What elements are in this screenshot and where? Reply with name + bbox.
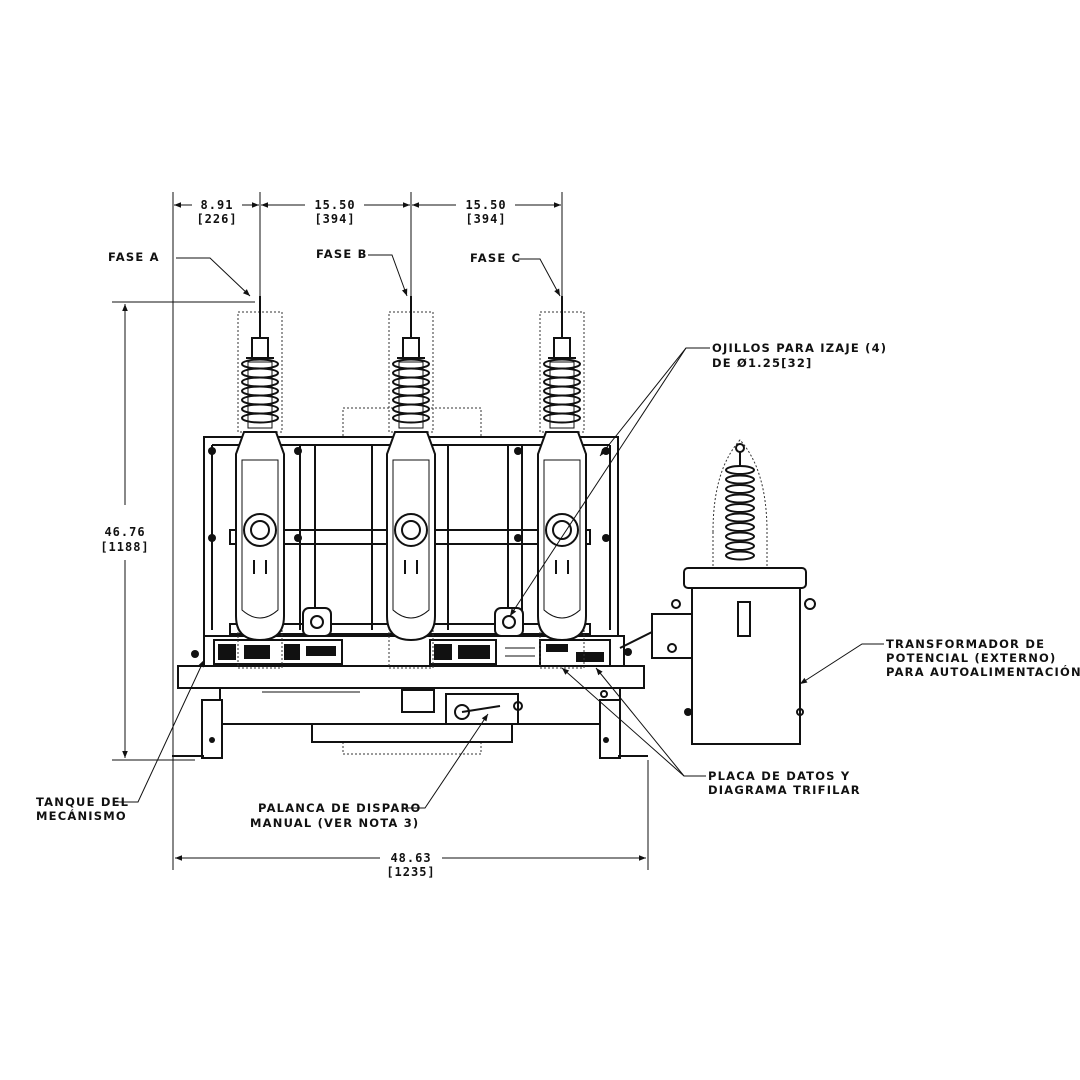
dim-phase-a-offset: 8.91	[201, 198, 234, 212]
label-trip-lever: PALANCA DE DISPARO	[258, 801, 422, 815]
label-fase-c: FASE C	[470, 251, 521, 265]
label-transformer-2: POTENCIAL (EXTERNO)	[886, 651, 1056, 665]
transformer-bushing	[725, 443, 755, 561]
dim-width: 48.63	[390, 851, 431, 865]
phase-a-emblem-icon	[243, 513, 277, 547]
potential-transformer	[619, 439, 816, 745]
phase-pole-b	[386, 296, 436, 669]
label-transformer: TRANSFORMADOR DE	[886, 637, 1045, 651]
dim-phase-bc: 15.50	[465, 198, 506, 212]
phase-c-emblem-icon	[545, 513, 579, 547]
dim-height: 46.76	[104, 525, 145, 539]
top-dimensions: 8.91 [226] 15.50 [394] 15.50 [394]	[172, 192, 563, 760]
label-mechanism-tank-2: MECÁNISMO	[36, 808, 127, 823]
phase-poles	[235, 296, 587, 669]
phase-pole-a	[235, 296, 285, 669]
callouts: FASE A FASE B FASE C OJILLOS PARA IZAJE …	[36, 247, 1080, 830]
label-transformer-3: PARA AUTOALIMENTACIÓN	[886, 664, 1080, 679]
label-nameplate-2: DIAGRAMA TRIFILAR	[708, 783, 861, 797]
phase-b-emblem-icon	[394, 513, 428, 547]
label-mechanism-tank: TANQUE DEL	[36, 795, 129, 809]
label-trip-lever-2: MANUAL (VER NOTA 3)	[250, 816, 419, 830]
label-lifting-eyes: OJILLOS PARA IZAJE (4)	[712, 341, 887, 355]
dim-phase-bc-mm: [394]	[465, 212, 506, 226]
label-nameplate: PLACA DE DATOS Y	[708, 769, 850, 783]
dim-height-mm: [1188]	[100, 540, 149, 554]
label-fase-b: FASE B	[316, 247, 368, 261]
width-dimension: 48.63 [1235]	[172, 760, 649, 879]
dim-phase-a-offset-mm: [226]	[196, 212, 237, 226]
dim-width-mm: [1235]	[386, 865, 435, 879]
phase-pole-c	[537, 296, 587, 669]
dim-phase-ab: 15.50	[314, 198, 355, 212]
height-dimension: 46.76 [1188]	[100, 301, 255, 761]
dim-phase-ab-mm: [394]	[314, 212, 355, 226]
label-lifting-eyes-size: DE Ø1.25[32]	[712, 356, 812, 370]
label-fase-a: FASE A	[108, 250, 160, 264]
